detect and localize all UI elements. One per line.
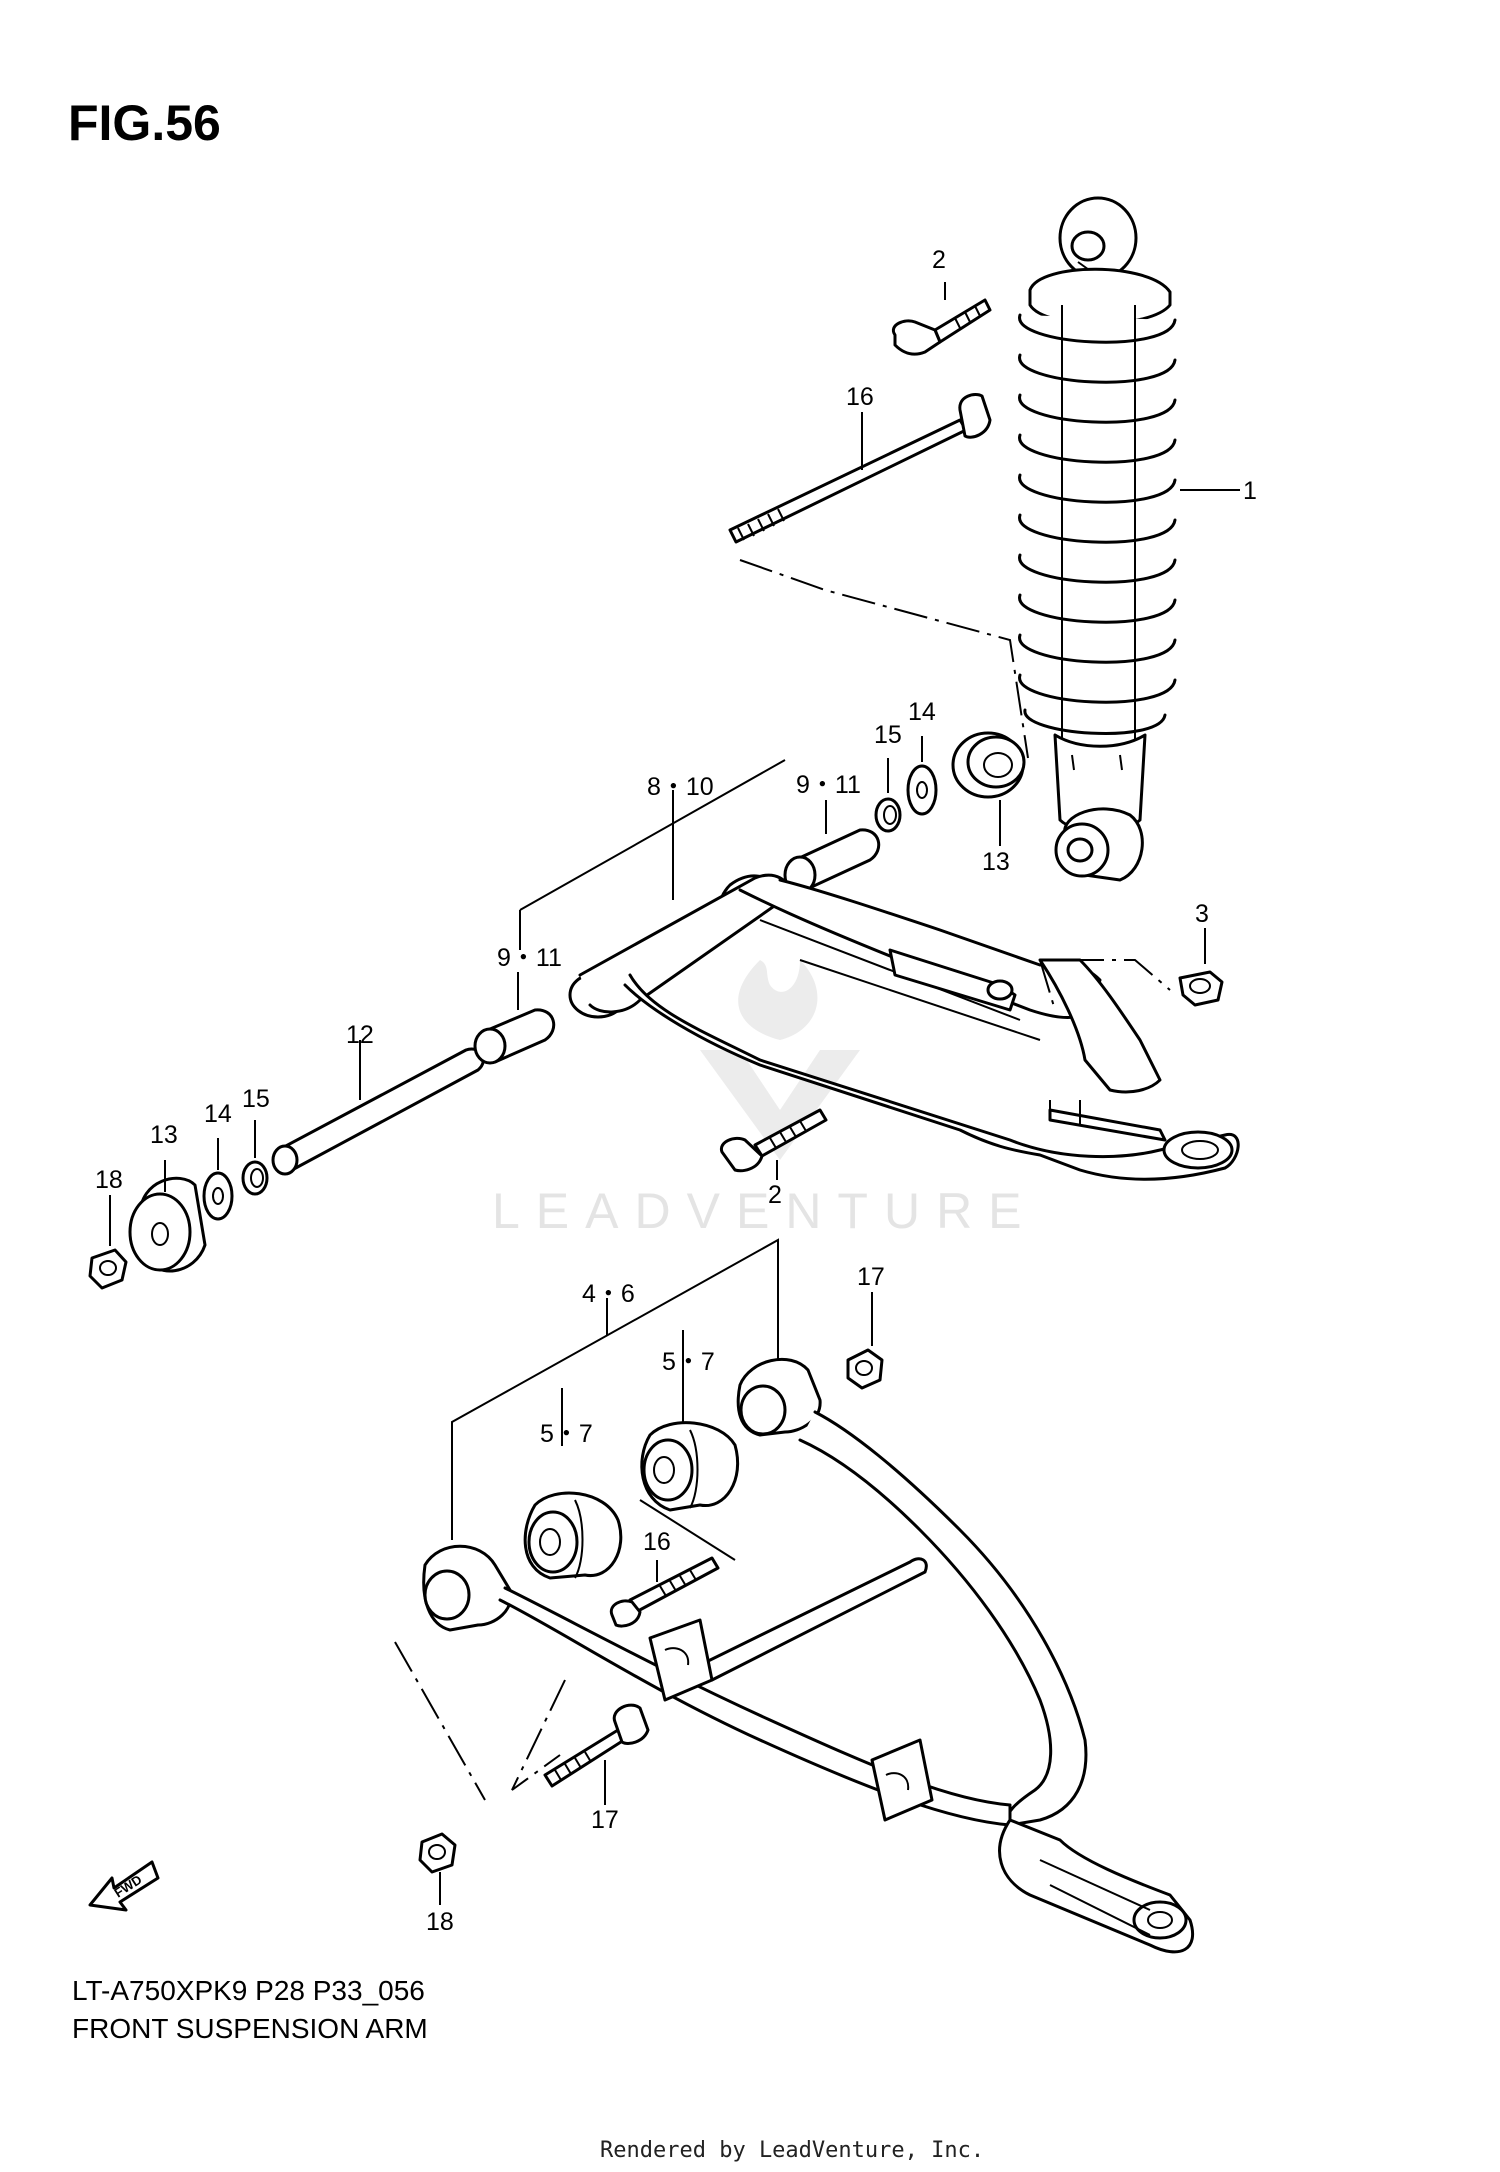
watermark: LEADVENTURE — [492, 960, 1038, 1239]
sleeve-9-11-right[interactable] — [783, 800, 881, 895]
callout-4-6: 4・6 — [582, 1280, 635, 1308]
nut-17-top[interactable] — [846, 1292, 884, 1390]
figure-title: FIG.56 — [68, 95, 221, 151]
washer-14-right[interactable] — [906, 736, 938, 816]
callout-labels: 1 2 2 3 4・6 5・7 5・7 8・10 9・11 9・11 12 13… — [95, 246, 1257, 1936]
upper-suspension-arm[interactable] — [568, 873, 1240, 1181]
model-code: LT-A750XPK9 P28 P33_056 — [72, 1975, 425, 2006]
callout-1: 1 — [1243, 477, 1257, 505]
callout-18-bottom: 18 — [426, 1908, 454, 1936]
callout-17-top: 17 — [857, 1263, 885, 1291]
alignment-line-upper — [739, 559, 1029, 759]
callout-2-bottom: 2 — [768, 1181, 782, 1209]
callout-13-right: 13 — [982, 848, 1010, 876]
bolt-16-bottom[interactable] — [609, 1499, 736, 1628]
lower-suspension-arm[interactable] — [422, 1357, 1195, 1954]
alignment-line-mid — [1039, 959, 1056, 1011]
callout-9-11-left: 9・11 — [497, 944, 562, 972]
callout-12: 12 — [346, 1021, 374, 1049]
ring-15-right[interactable] — [874, 758, 902, 833]
bushing-5-7-left[interactable] — [523, 1491, 623, 1580]
shock-absorber[interactable] — [1018, 196, 1177, 882]
bushing-13-right[interactable] — [951, 731, 1026, 846]
bolt-2-bottom[interactable] — [719, 1108, 828, 1180]
callout-9-11-right: 9・11 — [796, 771, 861, 799]
render-credit: Rendered by LeadVenture, Inc. — [600, 2138, 984, 2163]
callout-14-left: 14 — [204, 1100, 232, 1128]
callout-2-top: 2 — [932, 246, 946, 274]
callout-18-left: 18 — [95, 1166, 123, 1194]
callout-5-7-right: 5・7 — [662, 1348, 715, 1376]
washer-14-left[interactable] — [202, 1138, 234, 1221]
nut-18-bottom[interactable] — [418, 1832, 457, 1905]
bolt-16-long[interactable] — [728, 393, 992, 544]
sleeve-12[interactable] — [271, 1040, 485, 1176]
watermark-text: LEADVENTURE — [492, 1183, 1038, 1239]
callout-15-left: 15 — [242, 1085, 270, 1113]
figure-caption: FRONT SUSPENSION ARM — [72, 2013, 428, 2044]
bolt-2-top[interactable] — [891, 282, 992, 356]
bolt-17-bottom[interactable] — [543, 1703, 650, 1805]
nut-3[interactable] — [1070, 928, 1224, 1007]
sleeve-9-11-left[interactable] — [473, 972, 556, 1065]
ring-15-left[interactable] — [241, 1120, 269, 1196]
bushing-13-left[interactable] — [128, 1160, 207, 1273]
callout-8-10: 8・10 — [647, 773, 714, 801]
callout-13-left: 13 — [150, 1121, 178, 1149]
callout-5-7-left: 5・7 — [540, 1420, 593, 1448]
bushing-5-7-right[interactable] — [640, 1421, 740, 1512]
callout-3: 3 — [1195, 900, 1209, 928]
fwd-arrow-icon: FWD — [88, 1860, 160, 1912]
bracket-8-10 — [519, 759, 786, 950]
callout-16-top: 16 — [846, 383, 874, 411]
callout-15-right: 15 — [874, 721, 902, 749]
callout-17-bottom: 17 — [591, 1806, 619, 1834]
bracket-4-6 — [451, 1238, 779, 1540]
nut-18-left[interactable] — [88, 1195, 128, 1290]
callout-14-right: 14 — [908, 698, 936, 726]
alignment-line-lower — [394, 1641, 566, 1801]
callout-16-bottom: 16 — [643, 1528, 671, 1556]
